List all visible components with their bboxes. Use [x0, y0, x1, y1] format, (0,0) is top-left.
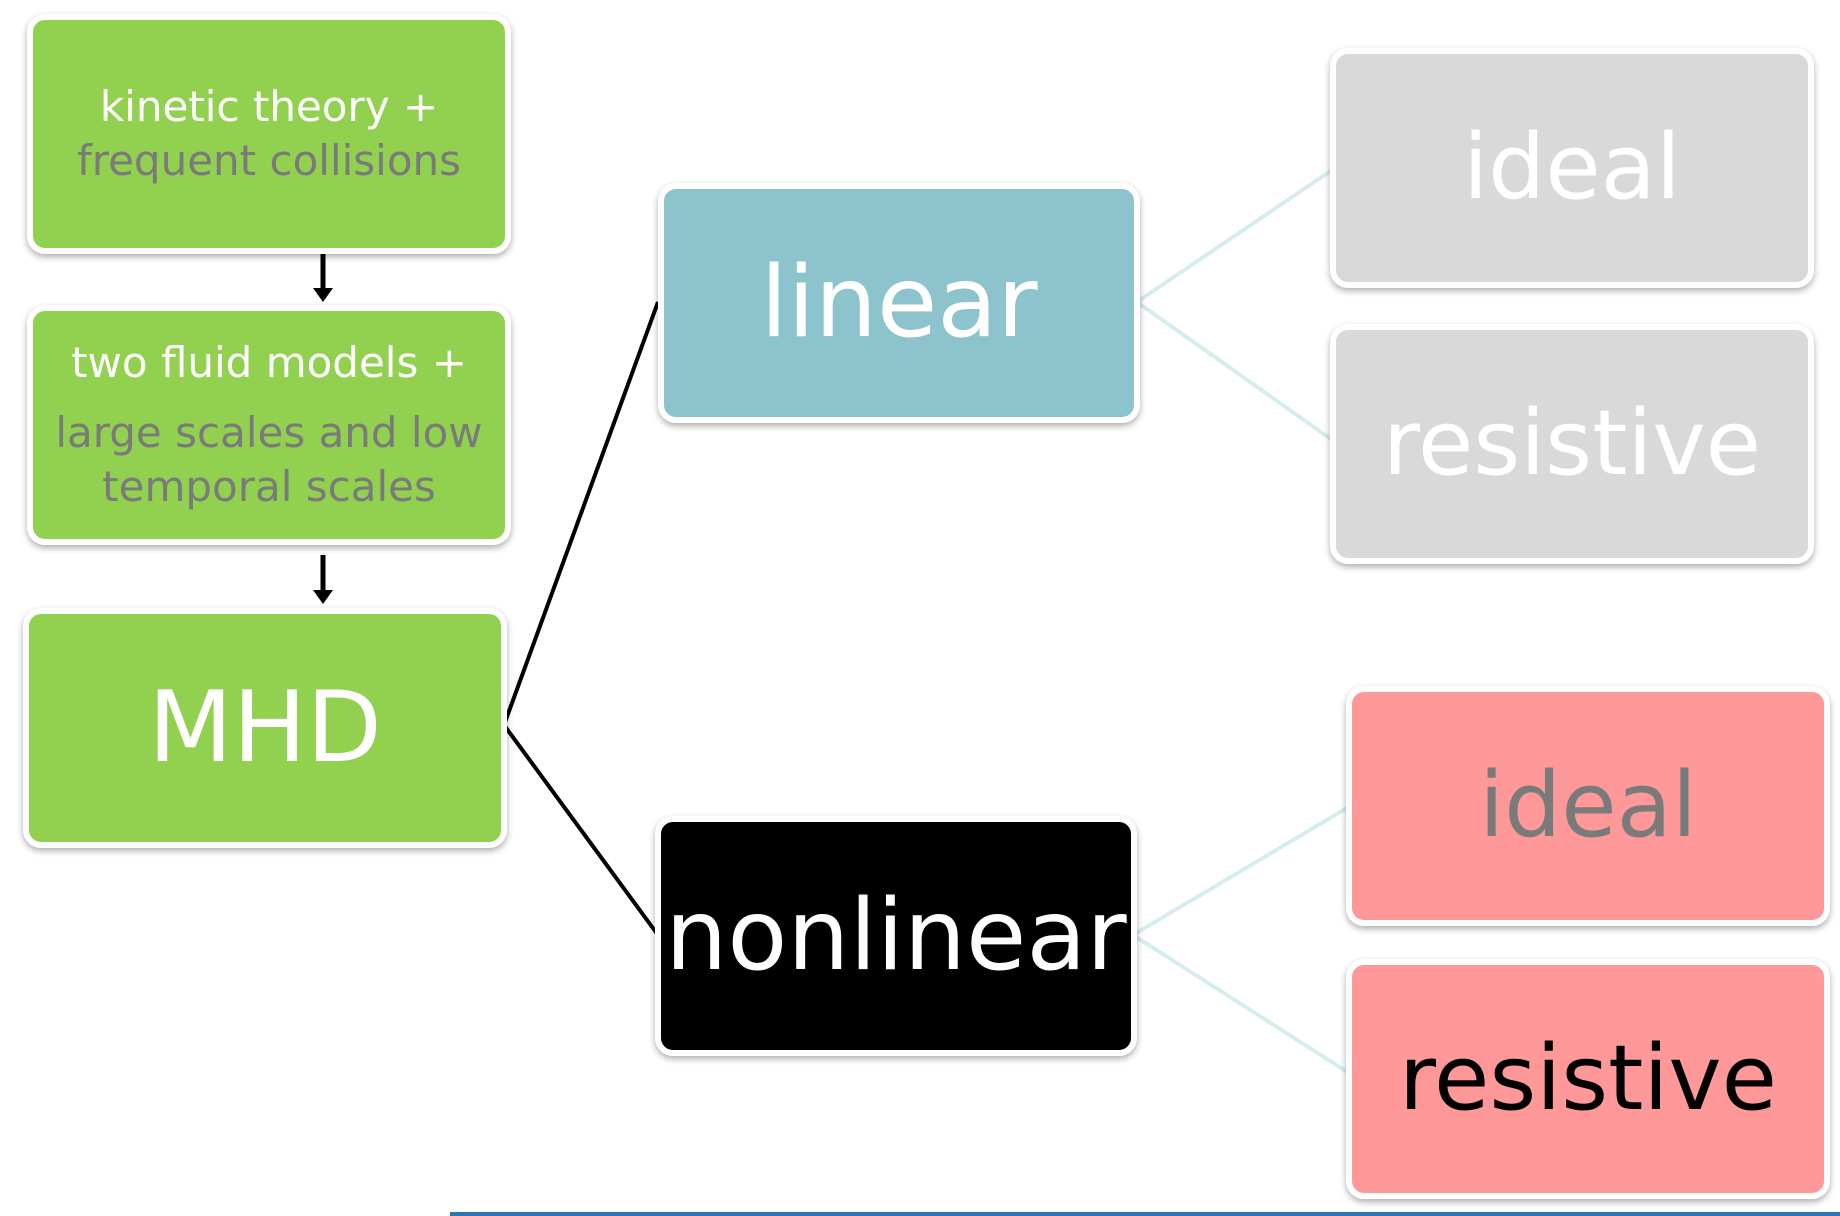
connector-linear-resistive	[1135, 300, 1337, 444]
arrow-head-box2-to-mhd	[313, 590, 333, 604]
kinetic-theory-box: kinetic theory + frequent collisions	[27, 14, 511, 254]
two-fluid-line1: two fluid models +	[71, 338, 467, 387]
arrow-head-box1-to-box2	[313, 288, 333, 302]
linear-ideal-box: ideal	[1330, 48, 1814, 288]
connector-linear-ideal	[1135, 166, 1337, 304]
mhd-label: MHD	[148, 671, 382, 785]
kinetic-theory-line1: kinetic theory +	[99, 82, 439, 131]
mhd-box: MHD	[23, 608, 507, 848]
nonlinear-label: nonlinear	[665, 879, 1127, 993]
two-fluid-line3: temporal scales	[102, 462, 436, 511]
nonlinear-resistive-box: resistive	[1346, 959, 1830, 1199]
connector-nonlinear-resistive	[1131, 933, 1354, 1077]
linear-resistive-box: resistive	[1330, 324, 1814, 564]
connector-mhd-nonlinear	[502, 723, 660, 937]
linear-label: linear	[760, 246, 1038, 360]
nonlinear-box: nonlinear	[655, 816, 1137, 1056]
bottom-accent-bar	[450, 1212, 1840, 1216]
nonlinear-resistive-label: resistive	[1398, 1026, 1778, 1131]
connector-mhd-linear	[502, 301, 660, 726]
two-fluid-box: two fluid models + large scales and low …	[27, 305, 511, 545]
linear-box: linear	[658, 183, 1140, 423]
kinetic-theory-line2: frequent collisions	[76, 136, 462, 185]
two-fluid-line2: large scales and low	[55, 408, 483, 457]
nonlinear-ideal-box: ideal	[1346, 686, 1830, 926]
linear-ideal-label: ideal	[1463, 115, 1681, 220]
linear-resistive-label: resistive	[1382, 391, 1762, 496]
nonlinear-ideal-label: ideal	[1479, 753, 1697, 858]
connector-nonlinear-ideal	[1131, 803, 1354, 937]
